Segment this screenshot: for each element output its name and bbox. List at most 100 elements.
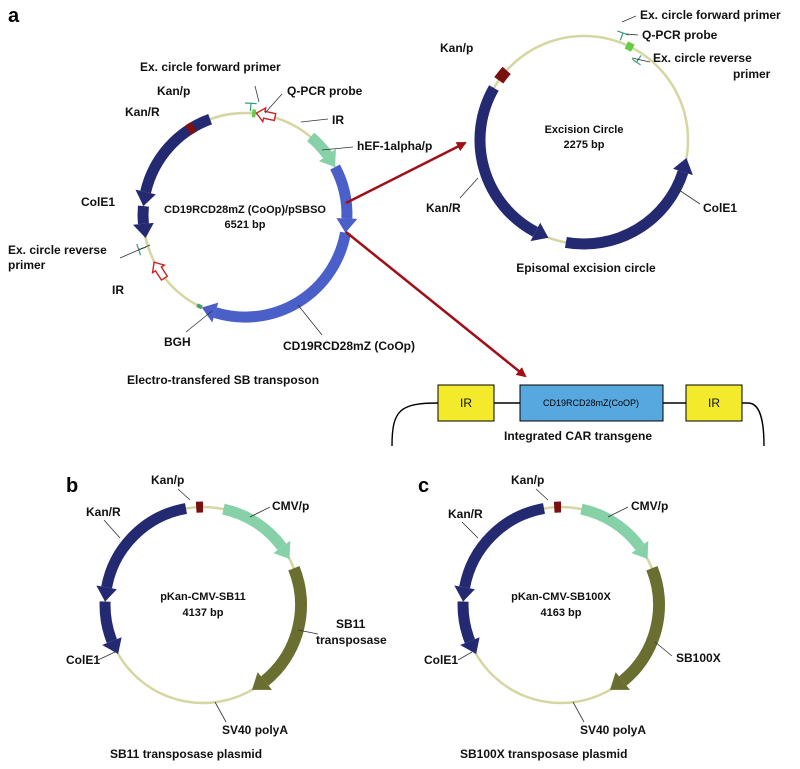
excision-rev-primer: [636, 55, 642, 63]
plasmid-c-name: pKan-CMV-SB100X: [511, 591, 611, 603]
label-b-sv40: SV40 polyA: [222, 723, 288, 737]
label-c-cole1: ColE1: [424, 653, 458, 667]
plasmid-b-sb11-arc: [260, 566, 307, 686]
plasmid-c-features: [454, 501, 665, 690]
panel-label-b: b: [66, 475, 78, 497]
plasmid-a-name: CD19RCD28mZ (CoOp)/pSBSO: [164, 204, 326, 216]
plasmid-a-bgh: [196, 303, 203, 310]
plasmid-c-map: pKan-CMV-SB100X 4163 bp Kan/p CMV/p Kan/…: [424, 473, 721, 761]
plasmid-a-car-start-arrowhead: [336, 218, 358, 233]
leader-c-kanp: [535, 488, 549, 501]
label-a-bgh: BGH: [164, 335, 191, 349]
plasmid-b-kanr-arrowhead: [96, 585, 117, 602]
plasmid-a-features: [132, 102, 358, 323]
excision-kanr-arc: [474, 85, 539, 237]
excision-size: 2275 bp: [564, 139, 605, 151]
excision-rev-primer-tick: [632, 58, 641, 66]
plasmid-c-cole1-arrowhead: [460, 637, 480, 654]
leader-a-hef: [321, 146, 354, 151]
excision-cole1-arc: [564, 170, 689, 250]
label-a-fwd-primer: Ex. circle forward primer: [140, 60, 281, 74]
label-a-kan-r: Kan/R: [125, 105, 160, 119]
leader-b-kanp: [177, 488, 191, 501]
leader-a-fwd: [254, 85, 260, 103]
plasmid-a-kanp: [184, 121, 197, 136]
label-b-sb-2: transposase: [316, 633, 387, 647]
ir-box-right: [685, 384, 743, 422]
label-c-kan-p: Kan/p: [511, 473, 544, 487]
leader-c-kanr: [461, 521, 479, 539]
plasmid-a-car-arc: [213, 231, 351, 323]
plasmid-a-size: 6521 bp: [225, 219, 266, 231]
leader-ex-kanr: [459, 177, 479, 199]
plasmid-b-size: 4137 bp: [183, 607, 224, 619]
plasmid-a-fwd-primer-tick: [244, 102, 257, 105]
car-box: [519, 384, 664, 422]
label-b-kan-p: Kan/p: [151, 473, 184, 487]
plasmid-c-kanr-arc: [459, 503, 546, 589]
excision-features: [474, 30, 693, 250]
excision-kanr-arrowhead: [530, 222, 549, 242]
label-c-sb: SB100X: [676, 651, 721, 665]
label-b-kan-r: Kan/R: [86, 505, 121, 519]
leader-a-rev: [119, 244, 151, 259]
plasmid-a-map: CD19RCD28mZ (CoOp)/pSBSO 6521 bp Ex. cir…: [8, 60, 432, 387]
label-a-ir-left: IR: [112, 283, 124, 297]
leader-b-cmv: [249, 506, 271, 518]
plasmid-c-sb100x-arc: [618, 566, 665, 686]
label-ex-cole1: ColE1: [703, 201, 737, 215]
label-a-car: CD19RCD28mZ (CoOp): [283, 339, 415, 353]
leader-b-sv40: [214, 701, 227, 723]
plasmid-a-ir-top: [255, 106, 277, 124]
plasmid-b-cmv-arc: [222, 503, 287, 551]
plasmid-b-cole1-arrowhead: [102, 637, 122, 654]
leader-ex-rev: [631, 57, 651, 63]
arrow-to-integration: [345, 231, 527, 378]
excision-fwd-primer: [619, 32, 624, 41]
caption-a: Electro-transfered SB transposon: [127, 373, 319, 387]
label-c-kan-r: Kan/R: [448, 507, 483, 521]
panel-label-c: c: [418, 475, 429, 497]
leader-c-cmv: [607, 506, 629, 518]
leader-c-cole1: [457, 651, 473, 661]
plasmid-b-name: pKan-CMV-SB11: [160, 591, 246, 603]
label-a-ir-top: IR: [332, 113, 344, 127]
leader-a-qpcr: [264, 93, 283, 114]
label-b-sb-1: SB11: [336, 617, 366, 631]
plasmid-a-cole1-arrowhead: [132, 222, 154, 238]
plasmid-a-car-start-arc: [330, 164, 353, 219]
label-ex-kan-p: Kan/p: [440, 41, 473, 55]
integrated-transgene: IR CD19RCD28mZ(CoOP) IR Integrated CAR t…: [391, 384, 765, 447]
arrow-to-excision: [345, 141, 467, 205]
plasmid-a-ir-left: [151, 261, 169, 282]
leader-a-bgh: [185, 310, 213, 333]
excision-qpcr-probe: [624, 41, 635, 52]
plasmid-b-cole1-arc: [99, 601, 118, 644]
plasmid-b-sb11-arrowhead: [252, 672, 273, 690]
plasmid-b-cmv-arrowhead: [273, 540, 291, 559]
excision-name: Excision Circle: [545, 124, 624, 136]
label-a-rev-primer-1: Ex. circle reverse: [8, 243, 107, 257]
ir-box-right-label: IR: [708, 396, 720, 410]
leader-a-car: [297, 304, 323, 336]
plasmid-a-kanr-arc: [140, 114, 213, 194]
excision-circle-map: Excision Circle 2275 bp Ex. circle forwa…: [426, 8, 781, 275]
label-b-cmv: CMV/p: [272, 499, 309, 513]
leader-c-sv40: [572, 701, 585, 723]
plasmid-c-sb100x-arrowhead: [610, 672, 631, 690]
leader-c-sb: [654, 641, 673, 657]
plasmid-c-size: 4163 bp: [541, 607, 582, 619]
car-box-label: CD19RCD28mZ(CoOP): [543, 398, 639, 408]
excision-kanp: [494, 66, 511, 84]
label-ex-fwd-primer: Ex. circle forward primer: [640, 8, 781, 22]
label-a-cole1: ColE1: [81, 195, 115, 209]
caption-transgene: Integrated CAR transgene: [504, 429, 652, 443]
caption-b: SB11 transposase plasmid: [110, 747, 262, 761]
label-c-cmv: CMV/p: [631, 499, 668, 513]
leader-b-sb: [297, 629, 319, 635]
caption-excision: Episomal excision circle: [516, 261, 656, 275]
plasmid-a-kanr-arrowhead: [135, 189, 156, 207]
plasmid-c-cmv-arrowhead: [631, 540, 649, 559]
label-a-kan-p: Kan/p: [157, 84, 190, 98]
